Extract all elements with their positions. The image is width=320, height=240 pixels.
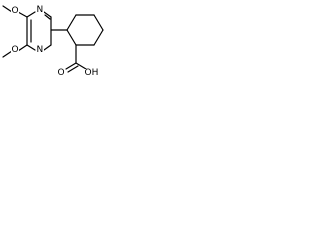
bond-cyclo-3 [93, 14, 104, 31]
bond-ring-top-right [43, 11, 52, 18]
bond-acid-carbonyl-2 [67, 65, 79, 73]
bond-top-methyl [2, 5, 13, 13]
bond-bottom-methoxy-o [17, 44, 28, 52]
bond-bottom-methyl [2, 50, 13, 58]
bond-cyclo-6 [66, 29, 77, 46]
carbonyl-oxygen-label: O [57, 68, 66, 78]
bond-acid-hydroxyl [75, 62, 87, 70]
methoxy-top-oxygen-label: O [11, 6, 20, 16]
methoxy-bottom-oxygen-label: O [11, 45, 20, 55]
bond-ring-bottom-left [26, 44, 36, 51]
bond-ring-bottom-right [43, 44, 52, 51]
hydroxyl-label: OH [84, 68, 99, 78]
pyrimidine-top-nitrogen-label: N [36, 5, 44, 15]
bond-layer [2, 5, 104, 73]
structure-diagram: O O N N O OH [0, 0, 121, 100]
pyrimidine-bottom-nitrogen-label: N [36, 45, 44, 55]
bond-top-methoxy-o [17, 11, 28, 18]
bond-ring-top-right-double [44, 14, 51, 20]
bond-acid-carbonyl-1 [65, 62, 77, 70]
bond-cyclo-4 [93, 29, 104, 46]
bond-cyclo-1 [66, 14, 77, 31]
bond-ring-top-left [26, 11, 36, 18]
